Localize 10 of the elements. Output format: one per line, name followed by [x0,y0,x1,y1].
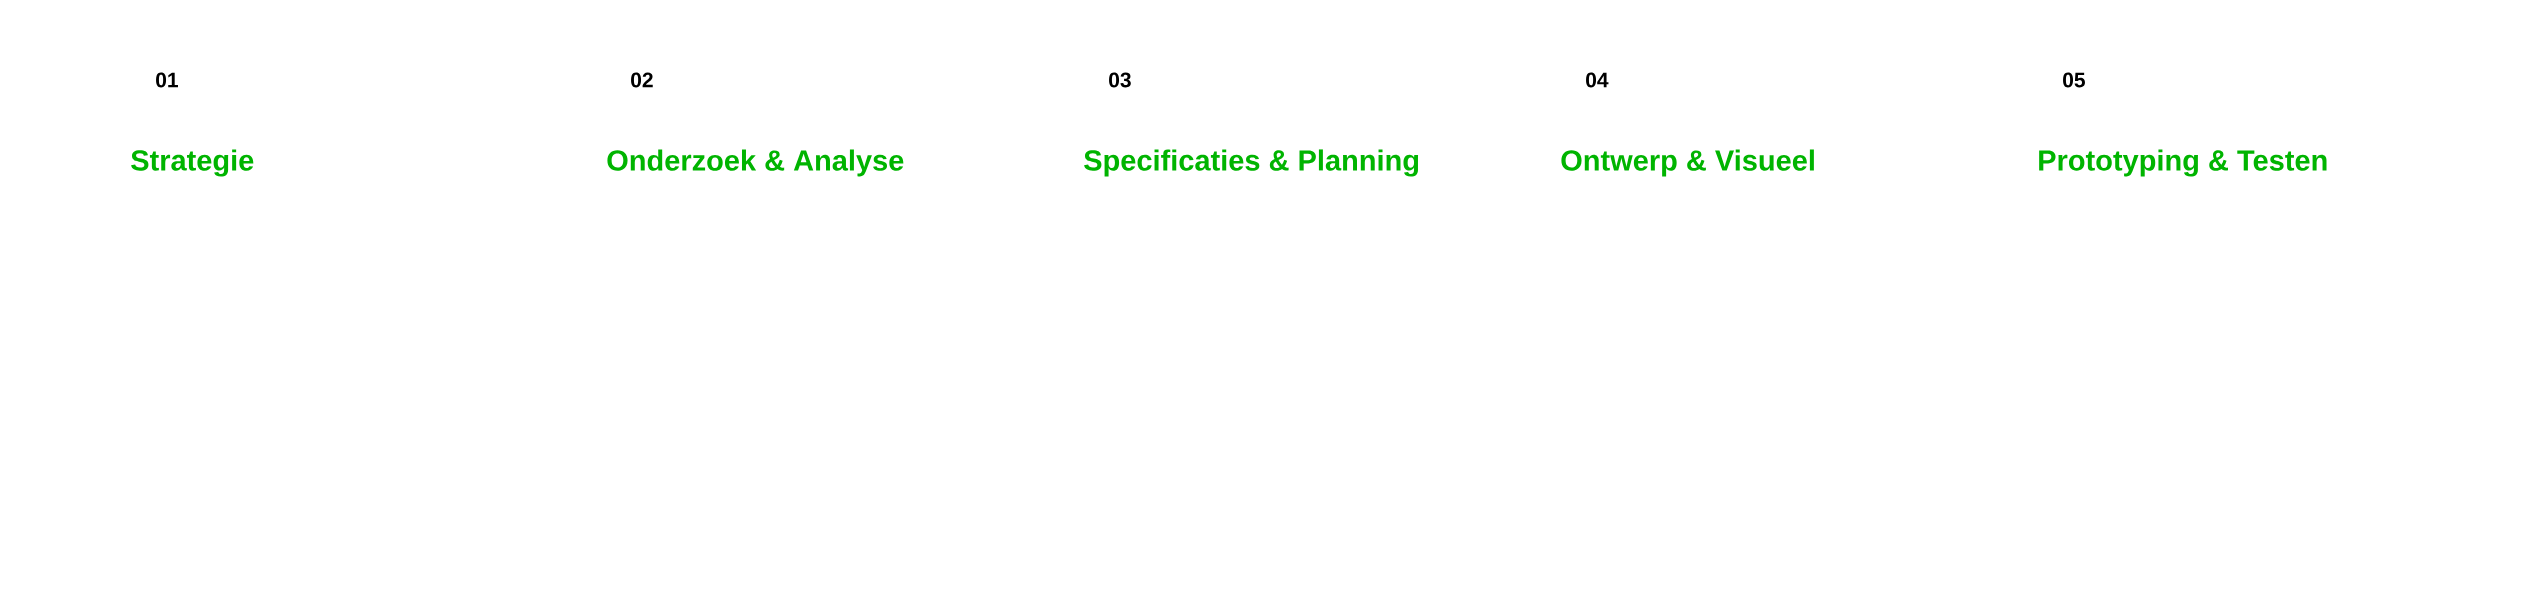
step-number: 01 [156,72,178,88]
step-number: 03 [1109,72,1131,88]
step-heading: Prototyping & Testen [2039,149,2327,177]
step-number: 02 [631,72,653,88]
step-number: 05 [2063,72,2085,88]
step-heading: Strategie [131,149,254,177]
step-heading: Onderzoek & Analyse [607,149,904,177]
step-heading: Specificaties & Planning [1084,149,1419,177]
step-heading: Ontwerp & Visueel [1561,149,1814,177]
step-number: 04 [1586,72,1609,88]
